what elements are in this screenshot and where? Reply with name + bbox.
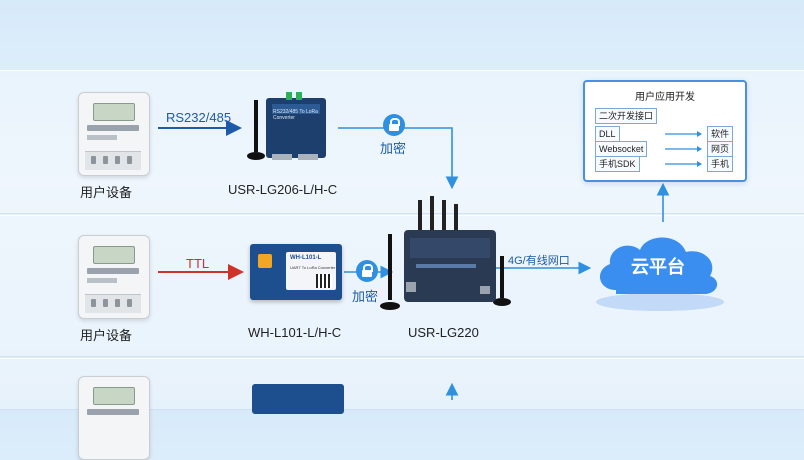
ttl-label: TTL	[186, 256, 210, 271]
api-header-box: 二次开发接口	[595, 108, 658, 124]
item-right-software: 软件	[707, 126, 734, 142]
lg206-module-text: RS232/485 To LoRa Converter	[273, 109, 318, 121]
cloud-platform: 云平台	[588, 220, 728, 312]
item-left-websocket: Websocket	[595, 141, 648, 157]
gateway-caption: USR-LG220	[408, 325, 479, 340]
module-logo-icon	[258, 254, 272, 268]
item-right-web: 网页	[707, 141, 734, 157]
cloud-icon	[596, 237, 724, 311]
item-left-sdk: 手机SDK	[595, 156, 640, 172]
panel-title: 用户应用开发	[635, 92, 695, 103]
module-caption-1: USR-LG206-L/H-C	[228, 182, 338, 197]
gateway-device-image	[380, 196, 511, 310]
lock-icon	[383, 114, 405, 136]
user-device-meter-2	[78, 235, 150, 319]
module-caption-2: WH-L101-L/H-C	[248, 325, 342, 340]
wh-l101-module-text: WH-L101-L	[290, 255, 322, 261]
wh-l101-module-image-3	[252, 384, 344, 414]
device-caption-1: 用户设备	[80, 185, 133, 200]
user-device-meter-3	[78, 376, 150, 460]
user-device-meter-1	[78, 92, 150, 176]
lock-icon	[356, 260, 378, 282]
item-right-phone: 手机	[707, 156, 734, 172]
panel-arrows	[665, 131, 702, 167]
connector-lines	[158, 120, 670, 400]
encrypt-label-1: 加密	[380, 141, 407, 156]
wh-l101-module-subtext: UART To LoRa Converter	[290, 265, 336, 270]
rs232-label: RS232/485	[166, 110, 232, 125]
wh-l101-module-image: WH-L101-L UART To LoRa Converter	[250, 244, 342, 300]
lg206-module-image	[247, 92, 326, 160]
uplink-label: 4G/有线网口	[508, 255, 570, 267]
item-left-dll: DLL	[595, 126, 620, 142]
app-dev-panel: 用户应用开发 二次开发接口 DLL Websocket 手机SDK 软件 网页 …	[583, 80, 747, 182]
device-caption-2: 用户设备	[80, 328, 133, 343]
row1-to-gateway-line	[338, 127, 459, 190]
cloud-label: 云平台	[631, 257, 685, 277]
encrypt-label-2: 加密	[352, 289, 379, 304]
qr-code-icon	[316, 274, 332, 288]
